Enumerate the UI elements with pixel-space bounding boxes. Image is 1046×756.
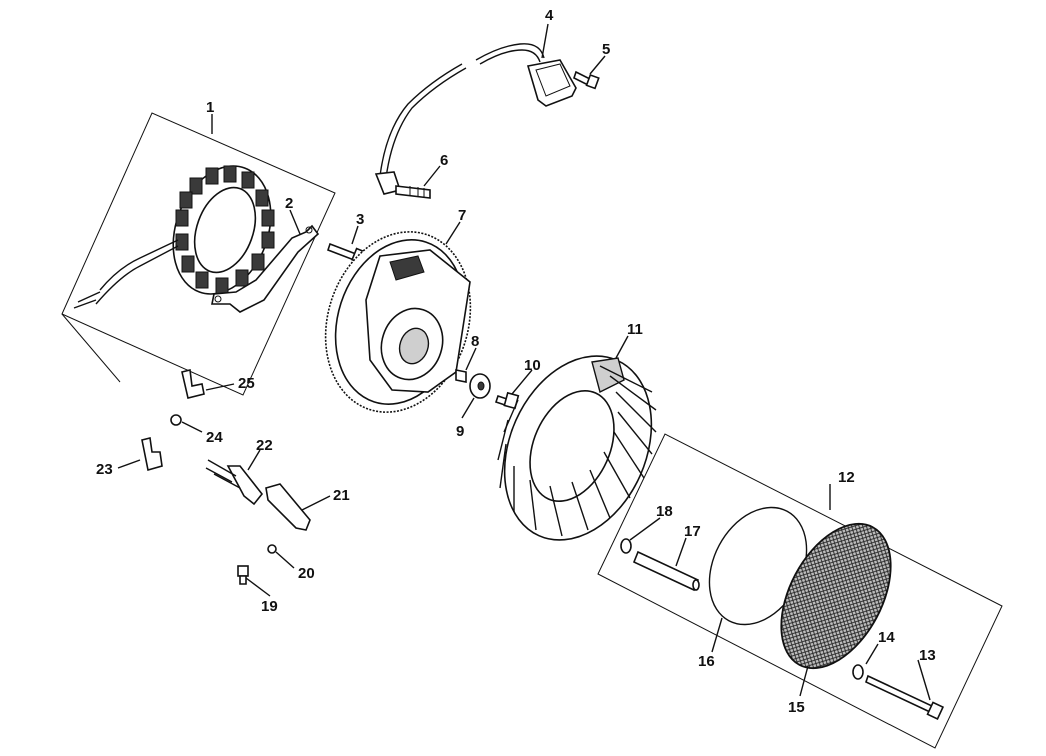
clip-23 (141, 437, 163, 472)
bolt-13 (865, 674, 945, 720)
callout-2: 2 (285, 195, 293, 212)
callout-6: 6 (440, 152, 448, 169)
callout-11: 11 (627, 321, 643, 338)
callout-9: 9 (456, 423, 464, 440)
flywheel (324, 231, 472, 413)
callout-10: 10 (524, 357, 541, 374)
callout-14: 14 (878, 629, 895, 646)
spark-plug-terminal (395, 185, 431, 199)
plate-21 (265, 483, 311, 531)
terminal-bracket-22 (205, 459, 264, 506)
leader-lines (117, 23, 931, 701)
grass-screen (780, 522, 892, 670)
screen-group-outline (597, 433, 1003, 749)
clip-25 (181, 369, 205, 399)
callout-12: 12 (838, 469, 855, 486)
callout-21: 21 (333, 487, 350, 504)
stator-group-outline (61, 112, 336, 396)
screw-19 (237, 565, 249, 585)
washer-24 (170, 414, 182, 426)
callout-19: 19 (261, 598, 278, 615)
callout-13: 13 (919, 647, 936, 664)
callouts: 1 2 3 4 5 6 7 8 9 10 11 12 13 14 15 16 1… (96, 7, 936, 716)
washer-14 (852, 664, 864, 680)
callout-18: 18 (656, 503, 673, 520)
spacer-17 (632, 550, 700, 592)
callout-4: 4 (545, 7, 554, 24)
callout-17: 17 (684, 523, 701, 540)
callout-25: 25 (238, 375, 255, 392)
callout-16: 16 (698, 653, 715, 670)
fan (497, 355, 657, 541)
callout-7: 7 (458, 207, 466, 224)
stator (73, 165, 275, 309)
nut-20 (267, 544, 277, 554)
callout-24: 24 (206, 429, 223, 446)
callout-1: 1 (206, 99, 214, 116)
callout-20: 20 (298, 565, 315, 582)
callout-22: 22 (256, 437, 273, 454)
callout-3: 3 (356, 211, 364, 228)
washer-18 (620, 538, 632, 554)
callout-8: 8 (471, 333, 479, 350)
callout-15: 15 (788, 699, 805, 716)
washer-9 (469, 373, 491, 399)
callout-5: 5 (602, 41, 610, 58)
ignition-module (374, 43, 577, 195)
callout-23: 23 (96, 461, 113, 478)
key-8 (455, 369, 467, 383)
screw-5 (573, 70, 600, 90)
stator-bracket (211, 224, 320, 313)
